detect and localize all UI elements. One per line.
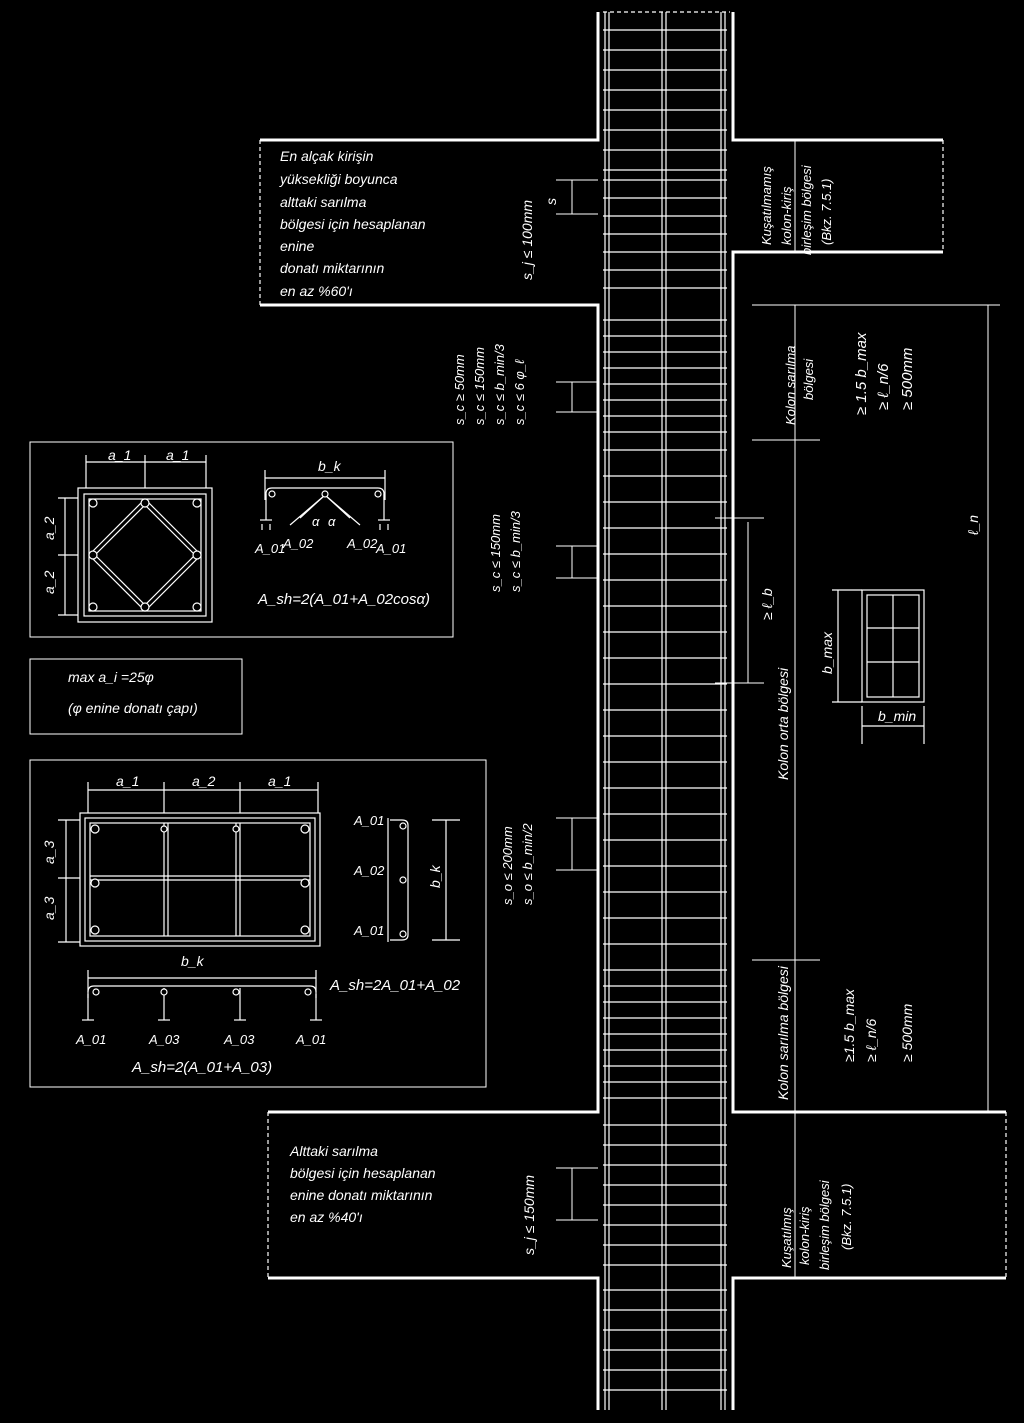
zone-dimensions	[715, 140, 1000, 1278]
top-conf-rule-1: ≥ 1.5 b_max	[853, 332, 870, 415]
max-note-line-1: max a_i =25φ	[68, 669, 154, 685]
top-note-line-3: alttaki sarılma	[280, 194, 367, 210]
s1-label-a02-left: A_02	[282, 536, 314, 551]
top-joint-line-1: Kuşatılmamış	[759, 166, 774, 245]
so-rule-1: s_o ≤ 200mm	[500, 826, 515, 905]
top-conf-rule-2: ≥ ℓ_n/6	[875, 363, 892, 410]
s2-side-label-2: A_02	[353, 863, 385, 878]
top-conf-rule-3: ≥ 500mm	[899, 348, 916, 410]
column-cross-section	[832, 589, 925, 744]
top-joint-line-2: kolon-kiriş	[779, 186, 794, 245]
s2-bottom-label-2: A_03	[148, 1032, 180, 1047]
bottom-joint-line-2: kolon-kiriş	[797, 1206, 812, 1265]
bottom-joint-line-4: (Bkz. 7.5.1)	[839, 1184, 854, 1250]
s2-formula-bottom: A_sh=2(A_01+A_03)	[131, 1059, 272, 1076]
sc-top-rule-2: s_c ≤ 150mm	[472, 347, 487, 425]
top-joint-line-4: (Bkz. 7.5.1)	[819, 179, 834, 245]
max-note-line-2: (φ enine donatı çapı)	[68, 700, 198, 716]
stirrups	[603, 29, 727, 1391]
s1-a1-left: a_1	[108, 447, 131, 463]
spacing-dimensions	[556, 179, 598, 1221]
sc-top-rule-3: s_c ≤ b_min/3	[492, 343, 507, 425]
middle-zone-label: Kolon orta bölgesi	[775, 667, 791, 780]
s1-alpha-right: α	[328, 514, 336, 529]
s2-side-label-1: A_01	[353, 813, 384, 828]
top-conf-line-1: Kolon sarılma	[783, 346, 798, 425]
sc-top-rule-4: s_c ≤ 6 φ_ℓ	[512, 359, 527, 425]
s1-label-a02-right: A_02	[346, 536, 378, 551]
sj-top-label: s	[543, 198, 559, 205]
s1-a1-right: a_1	[166, 447, 189, 463]
sc-mid-rule-2: s_c ≤ b_min/3	[508, 510, 523, 592]
s1-bk: b_k	[318, 458, 342, 474]
s2-top-dim-3: a_1	[268, 773, 291, 789]
bottom-conf-rule-3: ≥ 500mm	[899, 1003, 915, 1062]
bottom-conf-rule-1: ≥1.5 b_max	[841, 988, 857, 1062]
sj-bottom-rule: s_j ≤ 150mm	[521, 1175, 537, 1255]
s1-label-a01-left: A_01	[254, 541, 285, 556]
top-conf-line-2: bölgesi	[801, 358, 816, 400]
s2-bk-side: b_k	[427, 864, 443, 888]
s1-a2-top: a_2	[41, 516, 57, 540]
bottom-note-line-2: bölgesi için hesaplanan	[290, 1165, 436, 1181]
s1-formula: A_sh=2(A_01+A_02cosα)	[257, 591, 430, 608]
top-note-line-7: en az %60'ı	[280, 283, 353, 299]
s2-left-dim-1: a_3	[41, 840, 57, 864]
s2-side-label-3: A_01	[353, 923, 384, 938]
s2-bottom-label-1: A_01	[75, 1032, 106, 1047]
s2-bottom-label-3: A_03	[223, 1032, 255, 1047]
bottom-conf-label: Kolon sarılma bölgesi	[775, 965, 791, 1100]
sc-top-rule-1: s_c ≥ 50mm	[452, 354, 467, 425]
s1-a2-bottom: a_2	[41, 570, 57, 594]
bottom-note-line-1: Alttaki sarılma	[289, 1143, 378, 1159]
s2-top-dim-2: a_2	[192, 773, 216, 789]
s2-left-dim-2: a_3	[41, 896, 57, 920]
s2-formula-side: A_sh=2A_01+A_02	[329, 977, 461, 994]
top-joint-line-3: birleşim bölgesi	[799, 164, 814, 255]
s2-bottom-label-4: A_01	[295, 1032, 326, 1047]
bottom-note-line-4: en az %40'ı	[290, 1209, 363, 1225]
section2-box: a_1 a_2 a_1 a_3 a_3 b_k b_k A_01 A_02 A_…	[29, 759, 487, 1088]
max-note-box: max a_i =25φ (φ enine donatı çapı)	[29, 658, 243, 735]
bottom-note: Alttaki sarılma bölgesi için hesaplanan …	[289, 1143, 436, 1225]
bottom-conf-rule-2: ≥ ℓ_n/6	[863, 1018, 879, 1062]
lb-label: ≥ ℓ_b	[759, 588, 775, 620]
s1-alpha-left: α	[312, 514, 320, 529]
sc-mid-rule-1: s_c ≤ 150mm	[488, 514, 503, 592]
bmin-label: b_min	[878, 708, 916, 724]
s2-bk-bottom: b_k	[181, 953, 205, 969]
top-note: En alçak kirişin yüksekliği boyunca altt…	[279, 148, 426, 299]
section1-box: a_1 a_1 a_2 a_2 b_k α α A_01 A_02 A_02 A…	[29, 441, 454, 638]
bmax-label: b_max	[819, 631, 835, 674]
top-note-line-1: En alçak kirişin	[280, 148, 374, 164]
bottom-joint-line-3: birleşim bölgesi	[817, 1179, 832, 1270]
beam-dashed-edges	[259, 11, 1007, 1278]
top-note-line-5: enine	[280, 238, 314, 254]
top-note-line-4: bölgesi için hesaplanan	[280, 216, 426, 232]
bottom-joint-line-1: Kuşatılmış	[779, 1207, 794, 1268]
ln-label: ℓ_n	[965, 515, 981, 536]
bottom-note-line-3: enine donatı miktarının	[290, 1187, 433, 1203]
longitudinal-bars	[604, 12, 726, 1410]
s1-label-a01-right: A_01	[375, 541, 406, 556]
s2-top-dim-1: a_1	[116, 773, 139, 789]
so-rule-2: s_o ≤ b_min/2	[520, 823, 535, 905]
sj-top-rule: s_j ≤ 100mm	[519, 200, 535, 280]
top-note-line-2: yüksekliği boyunca	[279, 171, 398, 187]
top-note-line-6: donatı miktarının	[280, 260, 384, 276]
